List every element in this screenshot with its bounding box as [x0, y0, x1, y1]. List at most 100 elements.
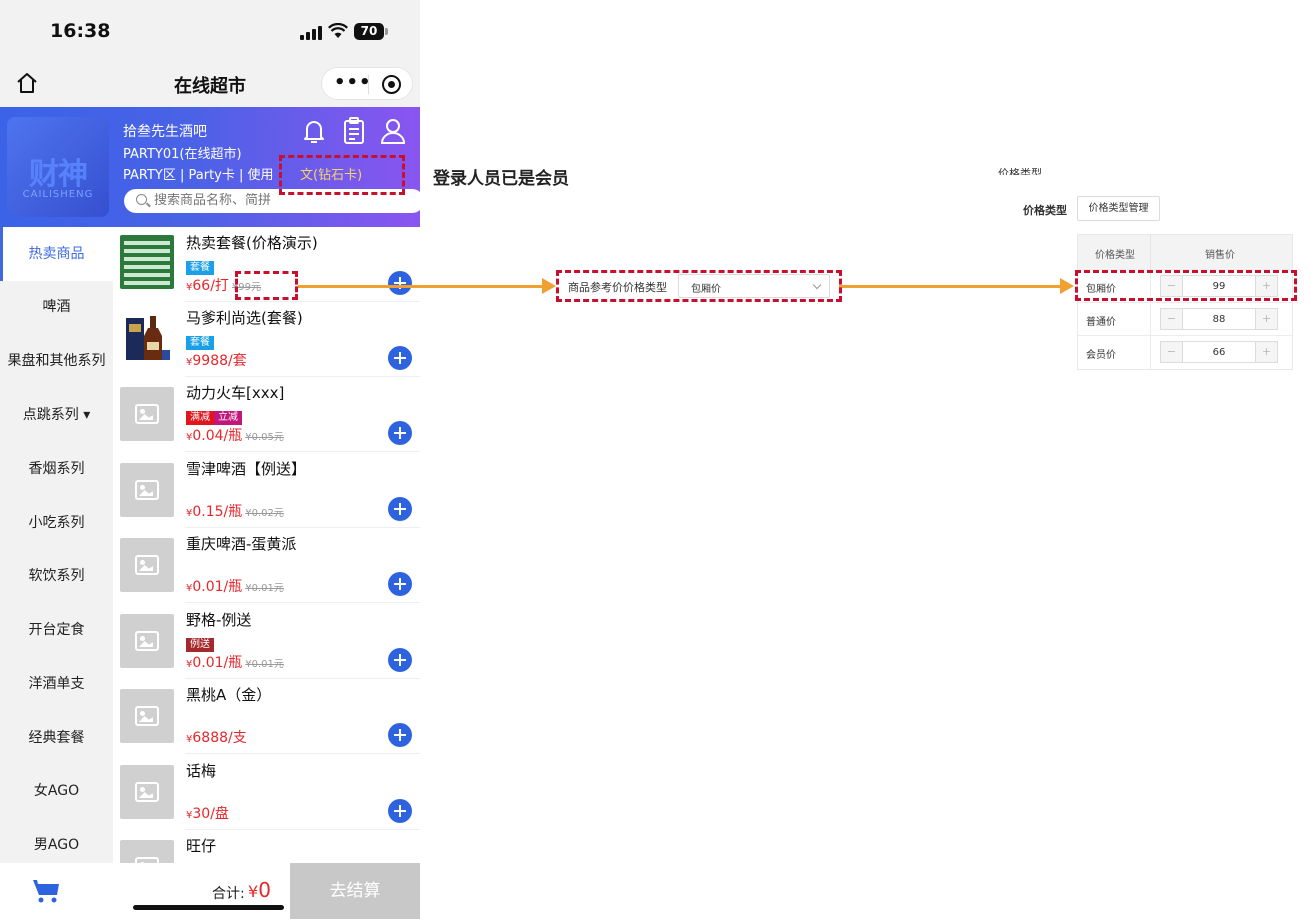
category-sidebar: 热卖商品 啤酒 果盘和其他系列 点跳系列 ▾ 香烟系列 小吃系列 软饮系列 开台… — [0, 227, 113, 863]
increment-button[interactable]: + — [1255, 342, 1277, 362]
product-tag: 例送 — [186, 638, 214, 652]
sidebar-item-softdrink[interactable]: 软饮系列 — [28, 568, 85, 584]
logo-text: 财神 — [29, 157, 88, 192]
user-icon[interactable] — [380, 117, 406, 145]
image-placeholder-icon — [135, 555, 159, 575]
add-to-cart-button[interactable] — [388, 421, 412, 445]
sidebar-item-cigarette[interactable]: 香烟系列 — [28, 461, 85, 477]
mini-program-capsule: ••• — [321, 67, 413, 100]
product-price: ¥9988/套 — [186, 353, 247, 369]
increment-button[interactable]: + — [1255, 309, 1277, 329]
image-placeholder-icon — [135, 857, 159, 863]
add-to-cart-button[interactable] — [388, 799, 412, 823]
product-item[interactable]: 黑桃A（金） ¥6888/支 — [113, 679, 420, 754]
product-name: 重庆啤酒-蛋黄派 — [186, 535, 297, 553]
capsule-divider — [368, 75, 369, 94]
sidebar-item-classic-set[interactable]: 经典套餐 — [28, 730, 85, 746]
cart-bar: 合计: ¥0 去结算 — [0, 863, 420, 919]
reference-price-type-field: 商品参考价价格类型 包厢价 — [560, 272, 836, 300]
sidebar-item-table-set[interactable]: 开台定食 — [28, 622, 85, 638]
price-input[interactable] — [1183, 309, 1255, 329]
checkout-button[interactable]: 去结算 — [290, 863, 420, 919]
reference-price-type-label: 商品参考价价格类型 — [568, 281, 667, 294]
product-item[interactable]: 野格-例送 例送 ¥0.01/瓶¥0.01元 — [113, 604, 420, 679]
orders-icon[interactable] — [342, 117, 366, 145]
product-name: 黑桃A（金） — [186, 686, 272, 704]
store-zone-line: PARTY区 | Party卡 | 使用 — [123, 168, 274, 183]
increment-button[interactable]: + — [1255, 276, 1277, 296]
sidebar-item-fruit[interactable]: 果盘和其他系列 — [7, 353, 106, 369]
bell-icon[interactable] — [302, 117, 326, 145]
home-icon[interactable] — [14, 70, 40, 96]
total-amount: ¥0 — [248, 878, 271, 902]
product-item[interactable]: 旺仔 — [113, 830, 420, 863]
sidebar-item-snack[interactable]: 小吃系列 — [28, 515, 85, 531]
search-input[interactable] — [154, 193, 394, 208]
sidebar-item-dance[interactable]: 点跳系列 ▾ — [22, 407, 91, 423]
member-level[interactable]: 文(钻石卡) — [300, 168, 363, 183]
price-type-name: 普通价 — [1086, 317, 1116, 328]
product-price: ¥0.01/瓶¥0.01元 — [186, 579, 284, 595]
product-item[interactable]: 话梅 ¥30/盘 — [113, 755, 420, 830]
store-subtitle: PARTY01(在线超市) — [123, 147, 242, 162]
close-target-icon[interactable] — [382, 75, 401, 94]
decrement-button[interactable]: − — [1161, 342, 1183, 362]
search-box[interactable] — [124, 189, 420, 213]
add-to-cart-button[interactable] — [388, 648, 412, 672]
logo-subtext: CAILISHENG — [22, 189, 94, 200]
decrement-button[interactable]: − — [1161, 309, 1183, 329]
price-stepper: − + — [1160, 275, 1278, 297]
reference-price-type-select[interactable]: 包厢价 — [678, 274, 830, 298]
page-title: 在线超市 — [174, 76, 246, 97]
mobile-screen: 16:38 70 在线超市 ••• 财神 CAILISHENG — [0, 0, 420, 919]
price-type-manage-button[interactable]: 价格类型管理 — [1077, 196, 1160, 221]
price-input[interactable] — [1183, 342, 1255, 362]
price-stepper: − + — [1160, 308, 1278, 330]
product-item[interactable]: 重庆啤酒-蛋黄派 ¥0.01/瓶¥0.01元 — [113, 528, 420, 603]
product-price: ¥30/盘 — [186, 806, 229, 822]
price-input[interactable] — [1183, 276, 1255, 296]
store-name: 拾叁先生酒吧 — [123, 124, 207, 140]
status-bar: 16:38 70 — [0, 0, 420, 62]
product-item[interactable]: 马爹利尚选(套餐) 套餐 ¥9988/套 — [113, 302, 420, 377]
product-item[interactable]: 动力火车[xxx] 满减立减 ¥0.04/瓶¥0.05元 — [113, 377, 420, 452]
add-to-cart-button[interactable] — [388, 271, 412, 295]
cart-icon[interactable] — [32, 877, 60, 905]
battery-tip — [385, 28, 388, 35]
sidebar-item-liquor[interactable]: 洋酒单支 — [28, 676, 85, 692]
sidebar-item-male-ago[interactable]: 男AGO — [33, 837, 80, 853]
product-image — [120, 614, 174, 668]
sidebar-item-hot[interactable]: 热卖商品 — [0, 227, 113, 281]
decrement-button[interactable]: − — [1161, 276, 1183, 296]
add-to-cart-button[interactable] — [388, 497, 412, 521]
home-indicator — [133, 905, 284, 910]
sidebar-item-beer[interactable]: 啤酒 — [42, 299, 71, 315]
column-header: 价格类型 — [1095, 250, 1135, 261]
product-price: ¥6888/支 — [186, 730, 247, 746]
product-name: 动力火车[xxx] — [186, 384, 285, 402]
store-logo: 财神 CAILISHENG — [7, 117, 109, 217]
highlight-member-level — [279, 155, 405, 195]
price-type-name: 包厢价 — [1086, 284, 1116, 295]
product-price: ¥0.15/瓶¥0.02元 — [186, 504, 284, 520]
reference-price-type-value: 包厢价 — [691, 284, 721, 295]
product-item[interactable]: 雪津啤酒【例送】 ¥0.15/瓶¥0.02元 — [113, 453, 420, 528]
more-icon[interactable]: ••• — [334, 72, 372, 93]
store-header: 财神 CAILISHENG 拾叁先生酒吧 PARTY01(在线超市) PARTY… — [0, 107, 420, 227]
total-label: 合计: — [212, 886, 245, 902]
product-image — [120, 463, 174, 517]
original-price: ¥0.05元 — [245, 432, 284, 443]
image-placeholder-icon — [135, 631, 159, 651]
add-to-cart-button[interactable] — [388, 723, 412, 747]
nav-bar: 在线超市 ••• — [0, 62, 420, 107]
highlight-reference-field — [556, 270, 842, 302]
product-item[interactable]: 热卖套餐(价格演示) 套餐 ¥66/打¥99元 — [113, 227, 420, 302]
product-image — [120, 538, 174, 592]
add-to-cart-button[interactable] — [388, 572, 412, 596]
table-row: 包厢价 − + — [1078, 269, 1292, 303]
add-to-cart-button[interactable] — [388, 346, 412, 370]
sidebar-item-female-ago[interactable]: 女AGO — [33, 783, 80, 799]
product-price: ¥0.04/瓶¥0.05元 — [186, 428, 284, 444]
image-placeholder-icon — [135, 404, 159, 424]
product-price: ¥66/打¥99元 — [186, 278, 261, 294]
